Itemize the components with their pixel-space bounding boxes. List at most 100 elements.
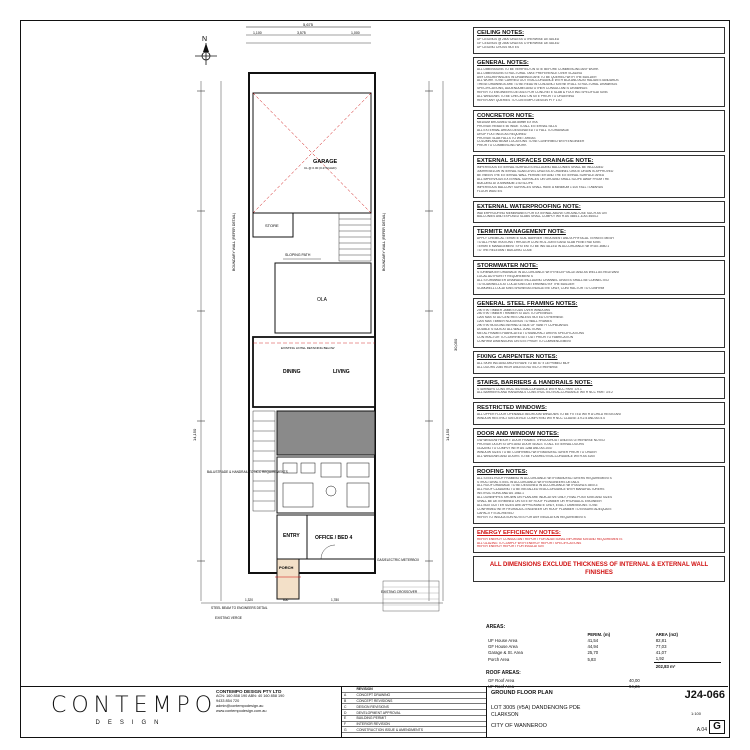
drawing-title-block: GROUND FLOOR PLAN J24-066 LOT 3005 (#5A)…: [486, 687, 729, 737]
room-ola: OLA: [317, 297, 328, 303]
note-line: 1200 MAX STUD CENTRES UNLESS NOTED OTHER…: [477, 316, 564, 320]
note-block: ENERGY EFFICIENCY NOTES:REFER ENERGY CON…: [473, 526, 725, 554]
note-block: EXTERNAL SURFACES DRAINAGE NOTE:IMPERVIO…: [473, 155, 725, 198]
note-block: GENERAL STEEL FRAMING NOTES:290 x 90 TIM…: [473, 297, 725, 348]
note-line: ALL WINDOWS AND DOORS TO BE FLASHED IN A…: [477, 454, 595, 458]
note-line: WATERPROOFING MEMBRANES FOR EXTERNAL ABO…: [477, 211, 607, 215]
note-block: DOOR AND WINDOW NOTES:GW WINDOW HEIGHT: …: [473, 428, 725, 463]
left-dim: 14,150: [192, 428, 197, 441]
table-row: GF House Area 44,94 77,03: [488, 643, 667, 649]
note-block: EXTERNAL WATERPROOFING NOTE:WATERPROOFIN…: [473, 200, 725, 224]
note-line: COLUMN AND BEAM LOCATIONS TO BE CONFIRME…: [477, 140, 585, 144]
existing-lintel-label: EXISTING LINTEL RETAINING BELOW: [281, 346, 335, 350]
company-logo: CONTEMPO DESIGN: [51, 693, 212, 726]
note-title: GENERAL NOTES:: [477, 59, 529, 66]
note-line: WINDOW SIZES TO BE CONFIRMED WITH MANUFA…: [477, 450, 597, 454]
note-line: WINDOW RESTRICTION DEVICE COMPLYING WITH…: [477, 417, 605, 421]
note-title: ROOFING NOTES:: [477, 468, 528, 475]
note-line: ALL DOORS 2040 HIGH UNLESS NOTED OTHERWI…: [477, 365, 558, 369]
boundary-right-label: BOUNDARY WALL (REFER DETAIL): [382, 213, 386, 271]
top-dim-1: 1,100: [253, 31, 262, 35]
table-row: GF Roof Area 40,00: [488, 677, 640, 683]
address-line-1: LOT 3005 (#5A) DANDENONG PDE: [491, 705, 581, 711]
note-line: 290 x 90 NOGGING BEHIND & SIDE OF VANITY…: [477, 324, 569, 328]
note-line: BALCONIES AND EXPOSED SLABS SHALL COMPLY…: [477, 215, 599, 219]
note-line: REFER TO INSULATION NOTES FOR ANY INSULA…: [477, 515, 586, 519]
note-line: CONFIRMED WITH HYDRAULIC ENGINEER OR ROO…: [477, 507, 612, 511]
bottom-dim-2: 850: [283, 598, 289, 602]
note-line: ALL WINDOWS TO BE CHECKED ON SITE PRIOR …: [477, 95, 575, 99]
areas-schedule: AREAS: PERIM. (m) AREA (m2) UF House Are…: [486, 623, 721, 690]
areas-col-area: AREA (m2): [655, 631, 678, 637]
note-line: DROP FOOTINGS AS REQUIRED: [477, 132, 527, 136]
note-title: TERMITE MANAGEMENT NOTE:: [477, 229, 566, 236]
note-line: APPLY CHEMICAL TERMITE SOIL BARRIER TREA…: [477, 237, 614, 241]
note-line: METAL FRAMES FABRICATED TO MANUFACTURERS…: [477, 331, 585, 335]
north-label: N: [202, 36, 207, 43]
note-line: GW WINDOW HEIGHT: DOOR FRAMES THROUGHOUT…: [477, 439, 605, 443]
room-porch: PORCH: [279, 565, 294, 570]
note-line: REFER ANY QUERIES TO CONTEMPO DESIGN PTY…: [477, 98, 562, 102]
note-line: PRIOR TO COMMENCING WORK: [477, 144, 527, 148]
top-dim-2: 3,575: [297, 31, 306, 35]
note-line: TO THE RELEVANT BUILDING CODE: [477, 249, 533, 253]
note-line: ALL SKIRTING AND ARCHITRAVE TO BE 67 x 1…: [477, 361, 570, 365]
note-block: ROOFING NOTES:ALL STEEL ROOF FRAMING IN …: [473, 465, 725, 524]
note-title: RESTRICTED WINDOWS:: [477, 405, 547, 412]
note-line: IMPERVIOUS BALCONY SURFACES SHALL HAVE A…: [477, 185, 604, 189]
areas-col-perim: PERIM. (m): [587, 631, 611, 637]
note-line: TO SOAKWELLS AT LOCATIONS DETERMINED BY …: [477, 282, 575, 286]
note-line: STRUCTURAL STEEL IN ACCORDANCE WITH ENGI…: [477, 480, 580, 484]
note-title: DOOR AND WINDOW NOTES:: [477, 431, 559, 438]
note-line: 300mm BELOW INTERNAL SLAB LEVEL UNLESS A…: [477, 170, 614, 174]
note-line: UP CEILING CROSS NOTES: [477, 45, 520, 49]
note-line: ALL EXTERNAL AREAS DESIGNATED TO FALL TO…: [477, 128, 570, 132]
notes-column: CEILING NOTES:UP CEILINGS @ 2800 UNLESS …: [473, 27, 725, 585]
shaded-area: [276, 410, 376, 456]
sloping-path-label: SLOPING PATH: [285, 253, 311, 257]
note-line: REFER TO ENGINEERS DETAILS FOR CONCRETE …: [477, 91, 608, 95]
note-block: FIXING CARPENTER NOTES:ALL SKIRTING AND …: [473, 350, 725, 374]
address-line-2: CLARKSON: [491, 712, 519, 718]
balustrade-note: BALUSTRADE & HANDRAIL TO NCC REQUIREMENT…: [207, 470, 288, 474]
note-line: FLOOR WASTES: [477, 189, 503, 193]
steel-beam-note: STEEL BEAM TO ENGINEERS DETAIL: [211, 606, 268, 610]
note-block: CONCRETOR NOTE:MEDIUM BROOMED SLAB 85mm …: [473, 109, 725, 153]
room-entry: ENTRY: [283, 533, 300, 539]
room-office: OFFICE / BED 4: [315, 535, 352, 541]
note-line: ALL DIMENSIONS STRUCTURAL TAKE PREFERENC…: [477, 71, 583, 75]
room-garage-sub: CL @ 0.00 (0.27M AHD): [304, 166, 336, 170]
note-line: INSTRUCTIONS AND AS 1562.1: [477, 492, 524, 496]
note-line: PROVIDE REBATE 50 WIDE TO ALL EXTERNAL S…: [477, 124, 558, 128]
existing-crossover-note: EXISTING CROSSOVER: [381, 590, 418, 594]
note-title: ENERGY EFFICIENCY NOTES:: [477, 529, 561, 536]
note-line: THESE DRAWINGS ARE TO BE READ IN CONJUNC…: [477, 83, 618, 87]
areas-table: PERIM. (m) AREA (m2) UF House Area 41,54…: [486, 631, 721, 670]
existing-verge-note: EXISTING VERGE: [215, 616, 242, 620]
note-line: ALL STEEL ROOF FRAMING IN ACCORDANCE WIT…: [477, 476, 612, 480]
roof-areas-heading: ROOF AREAS:: [486, 670, 521, 677]
note-title: GENERAL STEEL FRAMING NOTES:: [477, 300, 578, 307]
note-line: TO ALL PENETRATIONS THROUGH CONTROL JOIN…: [477, 241, 601, 245]
note-line: REFER ENERGY REPORT FOR INSULATION: [477, 545, 544, 549]
note-line: LOCAL AUTHORITY REQUIREMENTS: [477, 274, 533, 278]
drawing-scale: 1:100: [690, 711, 701, 716]
note-line: DOUBLE STUDS AT ALL WALL JUNCTIONS: [477, 328, 541, 332]
revision-letter: G: [709, 720, 725, 734]
drawing-title: GROUND FLOOR PLAN: [491, 690, 553, 696]
note-line: 1200 MAX TIMBER NOGGINGS TO WALL FRAMES: [477, 320, 552, 324]
note-line: ALL ROOF DRAINAGE TO BE DESIGNED IN ACCO…: [477, 484, 598, 488]
floor-plan-svg: N 5,675 1,100 3,575 1,000 14,150 14,150 …: [192, 22, 458, 620]
note-line: UP CEILINGS @ 2800 UNLESS OTHERWISE DETA…: [477, 38, 560, 41]
note-title: EXTERNAL WATERPROOFING NOTE:: [477, 203, 581, 210]
top-dim-3: 1,000: [351, 31, 360, 35]
note-line: IMPERVIOUS EXTERNAL SURFACES INCLUDING B…: [477, 166, 604, 170]
note-title: EXTERNAL SURFACES DRAINAGE NOTE:: [477, 158, 594, 165]
note-title: CONCRETOR NOTE:: [477, 112, 534, 119]
note-line: PROVIDE SLAB FALLS TO WET AREAS: [477, 136, 536, 140]
